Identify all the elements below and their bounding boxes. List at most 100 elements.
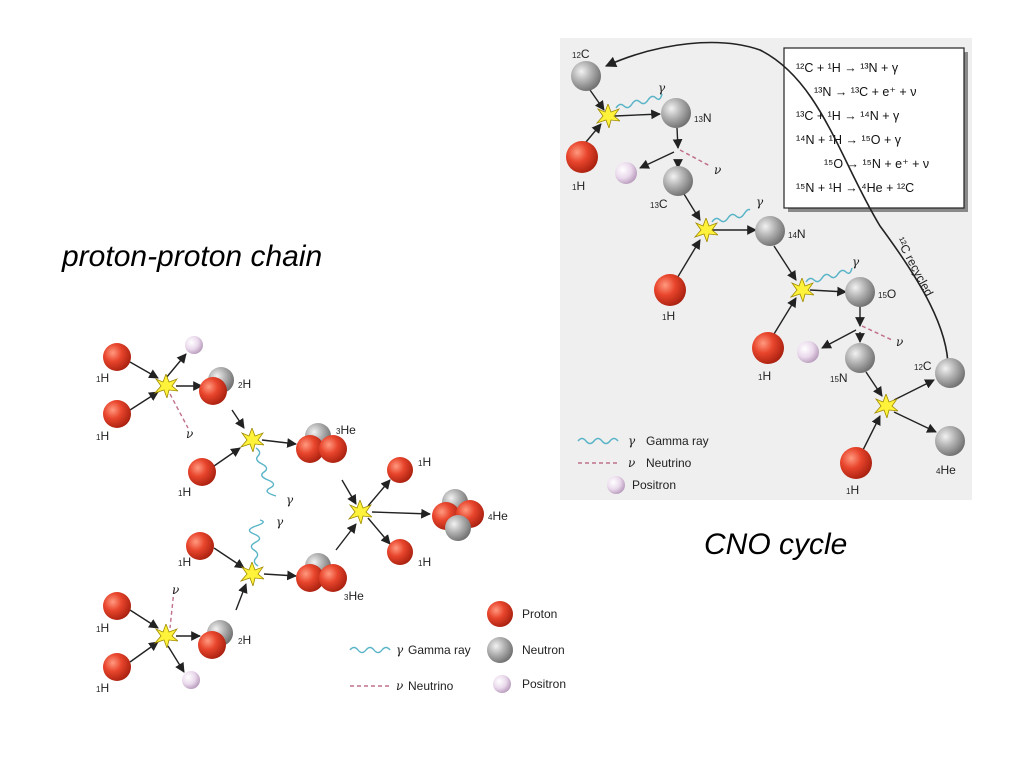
pp-flash-1	[154, 374, 178, 398]
pp-legend-gamma-label: Gamma ray	[408, 643, 471, 657]
cno-legend-gamma-swatch	[577, 437, 619, 445]
pp-legend-proton-swatch	[487, 601, 513, 627]
pp-flash-2	[240, 428, 264, 452]
pp-deuteron-2-proton	[198, 631, 226, 659]
pp-legend-gamma-swatch	[349, 646, 391, 654]
pp-deuteron-1-proton	[199, 377, 227, 405]
pp-legend-positron-label: Positron	[522, 677, 566, 691]
cno-gamma-symbol-2: γ	[756, 195, 764, 209]
cno-label-h1-b: 1H	[662, 309, 675, 323]
cno-equation-3: ¹³C + ¹H → ¹⁴N + γ	[796, 109, 900, 123]
cno-nu-symbol-2: ν	[896, 335, 903, 349]
pp-proton-2	[103, 400, 131, 428]
pp-proton-out-2	[387, 539, 413, 565]
pp-particles	[103, 336, 484, 689]
pp-label-h1-g: 1H	[96, 621, 109, 635]
pp-positron-2	[182, 671, 200, 689]
cno-equations-box: ¹²C + ¹H → ¹³N + γ ¹³N → ¹³C + e⁺ + ν ¹³…	[783, 47, 968, 212]
cno-label-c12-bottom: 12C	[914, 359, 932, 373]
cno-legend: γ Gamma ray ν Neutrino Positron	[577, 434, 709, 494]
cno-oxygen15	[845, 277, 875, 307]
cno-label-h1-d: 1H	[846, 483, 859, 497]
pp-label-h1-a: 1H	[96, 371, 109, 385]
cno-label-n14: 14N	[788, 227, 806, 241]
cno-carbon13	[663, 166, 693, 196]
cno-legend-positron-swatch	[607, 476, 625, 494]
pp-legend-neutron-label: Neutron	[522, 643, 565, 657]
cno-positron-1	[615, 162, 637, 184]
cno-helium4	[935, 426, 965, 456]
proton-proton-chain-title: proton-proton chain	[62, 240, 323, 273]
pp-label-he4: 4He	[488, 509, 508, 523]
pp-emissions	[169, 393, 277, 629]
cno-label-c12-top: 12C	[572, 47, 590, 61]
pp-he3-1-proton-a	[296, 435, 324, 463]
pp-nu-symbol-1: ν	[186, 427, 193, 441]
pp-proton-4	[186, 532, 214, 560]
pp-he3-2-proton-b	[319, 564, 347, 592]
cno-carbon12-top	[571, 61, 601, 91]
cno-nitrogen14	[755, 216, 785, 246]
cno-carbon12-bottom	[935, 358, 965, 388]
cno-gamma-symbol-1: γ	[658, 81, 666, 95]
pp-legend-nu-symbol: ν	[396, 679, 403, 693]
pp-proton-6	[103, 653, 131, 681]
cno-proton-2	[654, 274, 686, 306]
pp-legend-gamma-symbol: γ	[396, 643, 404, 657]
cno-equation-5: ¹⁵O → ¹⁵N + e⁺ + ν	[824, 157, 929, 171]
pp-label-h1-f: 1H	[178, 555, 191, 569]
pp-proton-3	[188, 458, 216, 486]
cno-cycle-title: CNO cycle	[704, 528, 848, 561]
cno-proton-1	[566, 141, 598, 173]
cno-equation-4: ¹⁴N + ¹H → ¹⁵O + γ	[796, 133, 902, 147]
pp-label-he3-a: 3He	[336, 423, 356, 437]
cno-legend-nu-symbol: ν	[628, 456, 635, 470]
pp-flash-3	[240, 562, 264, 586]
pp-nu-symbol-2: ν	[172, 583, 179, 597]
cno-label-h1-a: 1H	[572, 179, 585, 193]
pp-legend-positron-swatch	[493, 675, 511, 693]
cno-particles	[566, 61, 965, 479]
pp-reaction-arrows	[129, 353, 431, 673]
pp-legend-neutrino-label: Neutrino	[408, 679, 454, 693]
cno-label-he4: 4He	[936, 463, 956, 477]
pp-legend: Proton Neutron Positron γ Gamma ray ν Ne…	[349, 601, 566, 693]
pp-legend-neutron-swatch	[487, 637, 513, 663]
cno-emissions	[615, 93, 893, 341]
cno-proton-4	[840, 447, 872, 479]
cno-nu-symbol-1: ν	[714, 163, 721, 177]
cno-label-o15: 15O	[878, 287, 896, 301]
pp-label-he3-b: 3He	[344, 589, 364, 603]
cno-label-h1-c: 1H	[758, 369, 771, 383]
pp-positron-1	[185, 336, 203, 354]
pp-legend-proton-label: Proton	[522, 607, 557, 621]
cno-equation-6: ¹⁵N + ¹H → ⁴He + ¹²C	[796, 181, 914, 195]
cno-legend-gamma-label: Gamma ray	[646, 434, 709, 448]
pp-proton-out-1	[387, 457, 413, 483]
cno-proton-3	[752, 332, 784, 364]
cno-label-n15: 15N	[830, 371, 848, 385]
pp-label-h2-a: 2H	[238, 377, 251, 391]
cno-legend-gamma-symbol: γ	[628, 434, 636, 448]
pp-label-h1-d: 1H	[418, 455, 431, 469]
cno-nitrogen13	[661, 98, 691, 128]
pp-he4-neutron-b	[445, 515, 471, 541]
cno-positron-2	[797, 341, 819, 363]
cno-legend-neutrino-label: Neutrino	[646, 456, 692, 470]
cno-legend-positron-label: Positron	[632, 478, 676, 492]
pp-flash-5	[348, 500, 372, 524]
pp-flash-4	[154, 624, 178, 648]
pp-proton-5	[103, 592, 131, 620]
pp-he3-1-proton-b	[319, 435, 347, 463]
cno-reaction-arrows	[585, 89, 937, 457]
cno-gamma-symbol-3: γ	[852, 255, 860, 269]
cno-label-c13: 13C	[650, 197, 668, 211]
pp-he3-2-proton-a	[296, 564, 324, 592]
pp-label-h1-e: 1H	[418, 555, 431, 569]
pp-label-h1-h: 1H	[96, 681, 109, 695]
pp-label-h1-b: 1H	[96, 429, 109, 443]
cno-equation-2: ¹³N → ¹³C + e⁺ + ν	[814, 85, 916, 99]
pp-label-h2-b: 2H	[238, 633, 251, 647]
cno-recycle-arrow	[604, 41, 949, 373]
